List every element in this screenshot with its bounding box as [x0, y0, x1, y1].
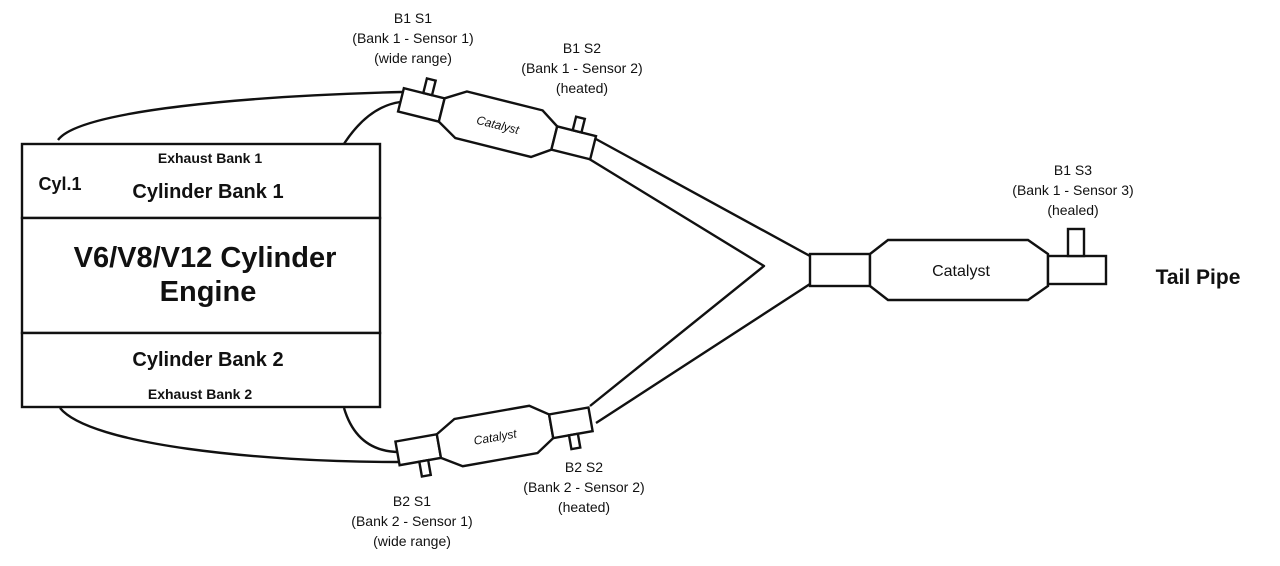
b2s2-sensor-probe [567, 432, 582, 451]
b2s2-desc: (Bank 2 - Sensor 2) [523, 479, 644, 495]
engine-title-line-1: V6/V8/V12 Cylinder [74, 242, 337, 274]
b2s1-label: B2 S1 (Bank 2 - Sensor 1) (wide range) [351, 493, 472, 549]
cylinder-bank-1-label: Cylinder Bank 1 [132, 181, 283, 203]
b1s3-label: B1 S3 (Bank 1 - Sensor 3) (healed) [1012, 162, 1133, 218]
b1s2-label: B1 S2 (Bank 1 - Sensor 2) (heated) [521, 40, 642, 96]
b2s2-name: B2 S2 [565, 459, 603, 475]
b1s2-name: B1 S2 [563, 40, 601, 56]
exhaust-pipe-bank-2 [59, 407, 401, 464]
b1s2-desc: (Bank 1 - Sensor 2) [521, 60, 642, 76]
b1s3-name: B1 S3 [1054, 162, 1092, 178]
b1s3-type: (healed) [1047, 202, 1098, 218]
b2s1-pipe-section [394, 432, 443, 467]
b1s1-sensor-probe [421, 76, 438, 97]
b1s1-pipe-section [396, 86, 447, 124]
b1s3-sensor-probe [1066, 227, 1086, 258]
cylinder-bank-2-label: Cylinder Bank 2 [132, 349, 283, 371]
exhaust-bank-2-label: Exhaust Bank 2 [148, 386, 252, 402]
b1s1-type: (wide range) [374, 50, 452, 66]
cyl-1-label: Cyl.1 [38, 174, 81, 194]
b2s2-pipe-section [547, 406, 595, 440]
b2s1-type: (wide range) [373, 533, 451, 549]
main-catalyst-assembly [808, 227, 1108, 302]
b2s1-sensor-probe [417, 458, 433, 478]
y-pipe [585, 136, 811, 425]
exhaust-pipe-bank-1 [57, 90, 403, 148]
main-inlet-pipe [808, 252, 872, 288]
b1s1-label: B1 S1 (Bank 1 - Sensor 1) (wide range) [352, 10, 473, 66]
upper-catalyst-assembly: Catalyst [396, 76, 598, 161]
b1s1-name: B1 S1 [394, 10, 432, 26]
main-catalyst-label: Catalyst [932, 263, 990, 280]
b1s2-type: (heated) [556, 80, 608, 96]
b1s3-desc: (Bank 1 - Sensor 3) [1012, 182, 1133, 198]
main-catalyst [868, 238, 1050, 302]
tail-pipe-section [1046, 254, 1108, 286]
cylinder-bank-2-box [20, 331, 382, 409]
b2s1-desc: (Bank 2 - Sensor 1) [351, 513, 472, 529]
b1s1-desc: (Bank 1 - Sensor 1) [352, 30, 473, 46]
engine-box [20, 216, 382, 335]
tail-pipe-label: Tail Pipe [1156, 266, 1241, 289]
cylinder-bank-1-box [20, 142, 382, 220]
lower-catalyst-assembly: Catalyst [394, 404, 595, 478]
exhaust-bank-1-label: Exhaust Bank 1 [158, 150, 262, 166]
b2s1-name: B2 S1 [393, 493, 431, 509]
engine-title-line-2: Engine [160, 276, 257, 308]
b2s2-label: B2 S2 (Bank 2 - Sensor 2) (heated) [523, 459, 644, 515]
engine-block [20, 142, 382, 409]
b1s2-sensor-probe [571, 115, 587, 134]
b2s2-type: (heated) [558, 499, 610, 515]
